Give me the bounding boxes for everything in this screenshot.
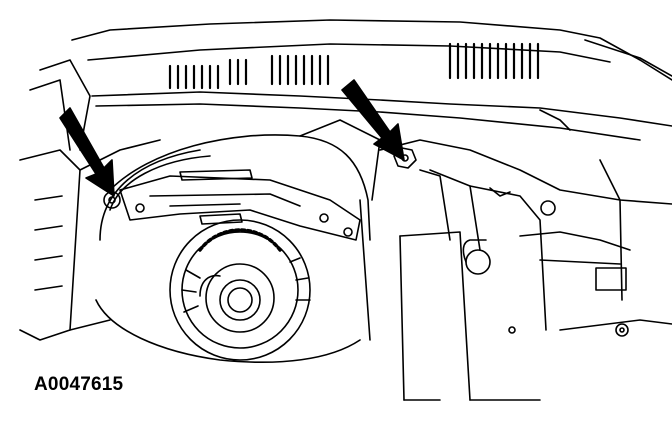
- reference-number: A0047615: [34, 374, 124, 395]
- callout-arrow-right: [341, 79, 405, 161]
- blower-housing: [95, 119, 381, 364]
- blower-motor: [169, 219, 311, 361]
- upper-cowl-panel: [29, 19, 672, 151]
- right-duct-assembly: [379, 109, 672, 401]
- mounting-bracket: [119, 169, 361, 241]
- electrical-connector: [462, 200, 556, 275]
- cowl-grille: [168, 42, 540, 90]
- callout-arrow-left: [59, 107, 115, 197]
- left-housing: [19, 139, 161, 341]
